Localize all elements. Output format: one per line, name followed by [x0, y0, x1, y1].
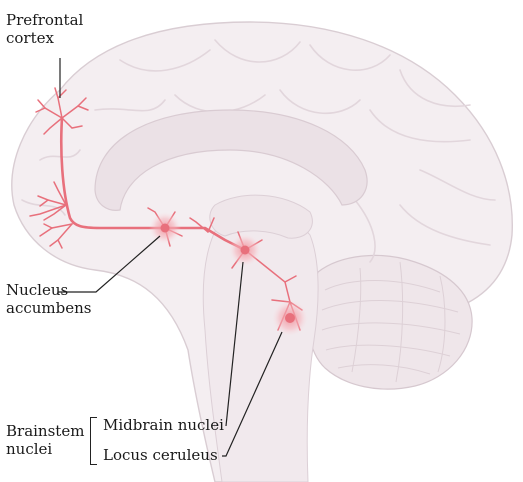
corpus-callosum [94, 109, 368, 211]
brainstem-bracket [90, 417, 97, 465]
label-brainstem-line2: nuclei [6, 440, 53, 458]
brainstem [202, 209, 319, 482]
thalamus [209, 194, 313, 239]
cerebellum-folia [321, 261, 461, 383]
label-midbrain: Midbrain nuclei [103, 416, 224, 434]
locus-soma [285, 313, 295, 323]
label-nucleus-line1: Nucleus [6, 281, 69, 299]
leader-lines [58, 58, 283, 457]
label-nucleus-line2: accumbens [6, 299, 92, 317]
label-prefrontal-line1: Prefrontal [6, 11, 84, 29]
label-prefrontal-line2: cortex [6, 29, 54, 47]
cortex-folds [21, 39, 496, 263]
accumbens-soma [160, 223, 170, 233]
midbrain-soma [240, 245, 250, 255]
label-brainstem-line1: Brainstem [6, 422, 85, 440]
label-locus: Locus ceruleus [103, 446, 218, 464]
